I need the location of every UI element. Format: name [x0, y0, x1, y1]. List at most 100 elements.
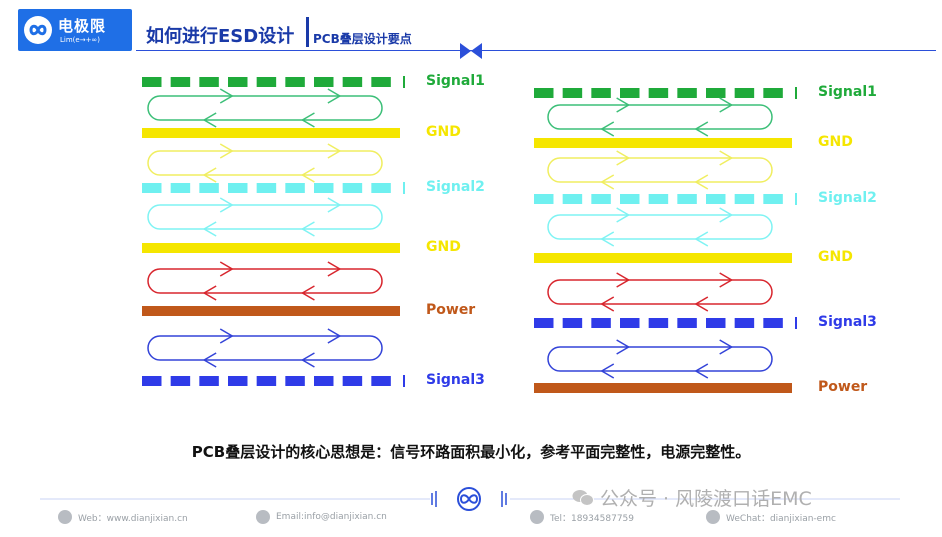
left-layer-4-label: Power [426, 302, 475, 318]
right-loop-4 [547, 346, 773, 372]
right-layer-2-label: Signal2 [818, 190, 877, 206]
right-layer-5-label: Power [818, 379, 867, 395]
right-loop-4-arrow-top-a [616, 339, 631, 355]
left-loop-3 [147, 268, 383, 294]
left-layer-5-dash-4 [256, 376, 277, 386]
footer-email-text: Email:info@dianjixian.cn [276, 512, 387, 522]
right-layer-2-dash-2 [591, 194, 611, 204]
right-layer-0-dash-4 [648, 88, 669, 98]
right-loop-1 [547, 157, 773, 183]
header-rule [136, 50, 936, 51]
left-loop-1 [147, 150, 383, 176]
left-loop-0-arrow-top-a [219, 88, 234, 104]
left-layer-2-label: Signal2 [426, 179, 485, 195]
left-layer-2-dash-5 [285, 183, 305, 193]
left-loop-4 [147, 335, 383, 361]
right-layer-2-dash-5 [677, 194, 697, 204]
left-layer-0-dash-0 [142, 77, 162, 87]
footer-tel: Tel：18934587759 [530, 510, 634, 524]
right-loop-2-arrow-top-b [719, 207, 734, 223]
right-layer-4-dash-5 [677, 318, 697, 328]
right-layer-4-end-tick [795, 317, 797, 329]
infinity-loop-icon [24, 16, 52, 44]
left-layer-2-dash-8 [371, 183, 391, 193]
stackup-diagram: Signal1GNDSignal2GNDPowerSignal3Signal1G… [142, 73, 877, 395]
left-layer-5-dash-7 [342, 376, 363, 386]
right-layer-3-plane [534, 253, 792, 263]
left-layer-3-label: GND [426, 239, 461, 255]
right-layer-2-dash-3 [620, 194, 640, 204]
left-layer-0-dash-8 [371, 77, 391, 87]
right-layer-0-label: Signal1 [818, 84, 877, 100]
right-layer-2-dash-8 [763, 194, 783, 204]
footer-wechat: WeChat：dianjixian-emc [706, 510, 836, 524]
left-layer-2-dash-1 [170, 183, 191, 193]
left-loop-2 [147, 204, 383, 230]
left-loop-3-arrow-top-a [219, 261, 234, 277]
right-layer-2-dash-4 [648, 194, 669, 204]
left-loop-2-arrow-bot-b [300, 221, 315, 237]
left-layer-0-dash-3 [228, 77, 248, 87]
left-layer-3-plane [142, 243, 400, 253]
right-loop-3-arrow-top-b [719, 272, 734, 288]
left-loop-2-arrow-bot-a [202, 221, 217, 237]
footer-tel-text: Tel：18934587759 [550, 513, 634, 524]
right-layer-0-dash-8 [763, 88, 783, 98]
right-layer-1-plane [534, 138, 792, 148]
right-layer-0-dash-0 [534, 88, 554, 98]
right-loop-3-arrow-bot-b [694, 296, 709, 312]
left-layer-2-dash-3 [228, 183, 248, 193]
left-loop-3-arrow-bot-b [300, 285, 315, 301]
right-loop-2-arrow-top-a [616, 207, 631, 223]
page-title: 如何进行ESD设计 [146, 26, 295, 47]
right-layer-4-label: Signal3 [818, 314, 877, 330]
left-layer-5-dash-2 [199, 376, 219, 386]
phone-icon [530, 510, 544, 524]
right-layer-4-dash-0 [534, 318, 554, 328]
left-loop-0 [147, 95, 383, 121]
left-layer-2-dash-6 [314, 183, 334, 193]
left-layer-2-dash-2 [199, 183, 219, 193]
right-layer-0-dash-5 [677, 88, 697, 98]
right-loop-2-arrow-bot-b [694, 231, 709, 247]
left-layer-5-dash-8 [371, 376, 391, 386]
left-layer-5-dash-0 [142, 376, 162, 386]
left-loop-0-arrow-top-b [327, 88, 342, 104]
left-loop-4-arrow-bot-b [300, 352, 315, 368]
bowtie-icon [460, 43, 482, 59]
left-loop-1-arrow-bot-b [300, 167, 315, 183]
left-layer-5-label: Signal3 [426, 372, 485, 388]
left-layer-0-dash-4 [256, 77, 277, 87]
right-loop-3-arrow-top-a [616, 272, 631, 288]
left-loop-2-arrow-top-b [327, 197, 342, 213]
watermark: 公众号 · 风陵渡口话EMC [572, 484, 812, 511]
left-layer-5-dash-1 [170, 376, 191, 386]
left-layer-0-dash-6 [314, 77, 334, 87]
right-layer-3-label: GND [818, 249, 853, 265]
left-loop-4-arrow-top-b [327, 328, 342, 344]
right-loop-1-arrow-bot-a [600, 174, 615, 190]
right-layer-0-end-tick [795, 87, 797, 99]
left-layer-5-dash-6 [314, 376, 334, 386]
right-loop-1-arrow-bot-b [694, 174, 709, 190]
left-layer-5-dash-3 [228, 376, 248, 386]
right-layer-5-plane [534, 383, 792, 393]
footer-email: Email:info@dianjixian.cn [256, 510, 387, 524]
left-layer-2-end-tick [403, 182, 405, 194]
right-layer-4-dash-4 [648, 318, 669, 328]
right-layer-2-end-tick [795, 193, 797, 205]
brand-name-cn: 电极限 [58, 17, 107, 35]
right-layer-0-dash-2 [591, 88, 611, 98]
right-loop-1-arrow-top-a [616, 150, 631, 166]
right-layer-4-dash-6 [706, 318, 726, 328]
right-layer-2-dash-1 [562, 194, 583, 204]
right-loop-2-arrow-bot-a [600, 231, 615, 247]
right-layer-0-dash-1 [562, 88, 583, 98]
right-loop-1-arrow-top-b [719, 150, 734, 166]
left-loop-4-arrow-bot-a [202, 352, 217, 368]
left-layer-5-dash-5 [285, 376, 305, 386]
brand-logo: 电极限 Lim(e→+∞) [18, 9, 132, 51]
right-loop-0-arrow-top-b [719, 97, 734, 113]
right-loop-4-arrow-top-b [719, 339, 734, 355]
right-layer-0-dash-7 [734, 88, 755, 98]
